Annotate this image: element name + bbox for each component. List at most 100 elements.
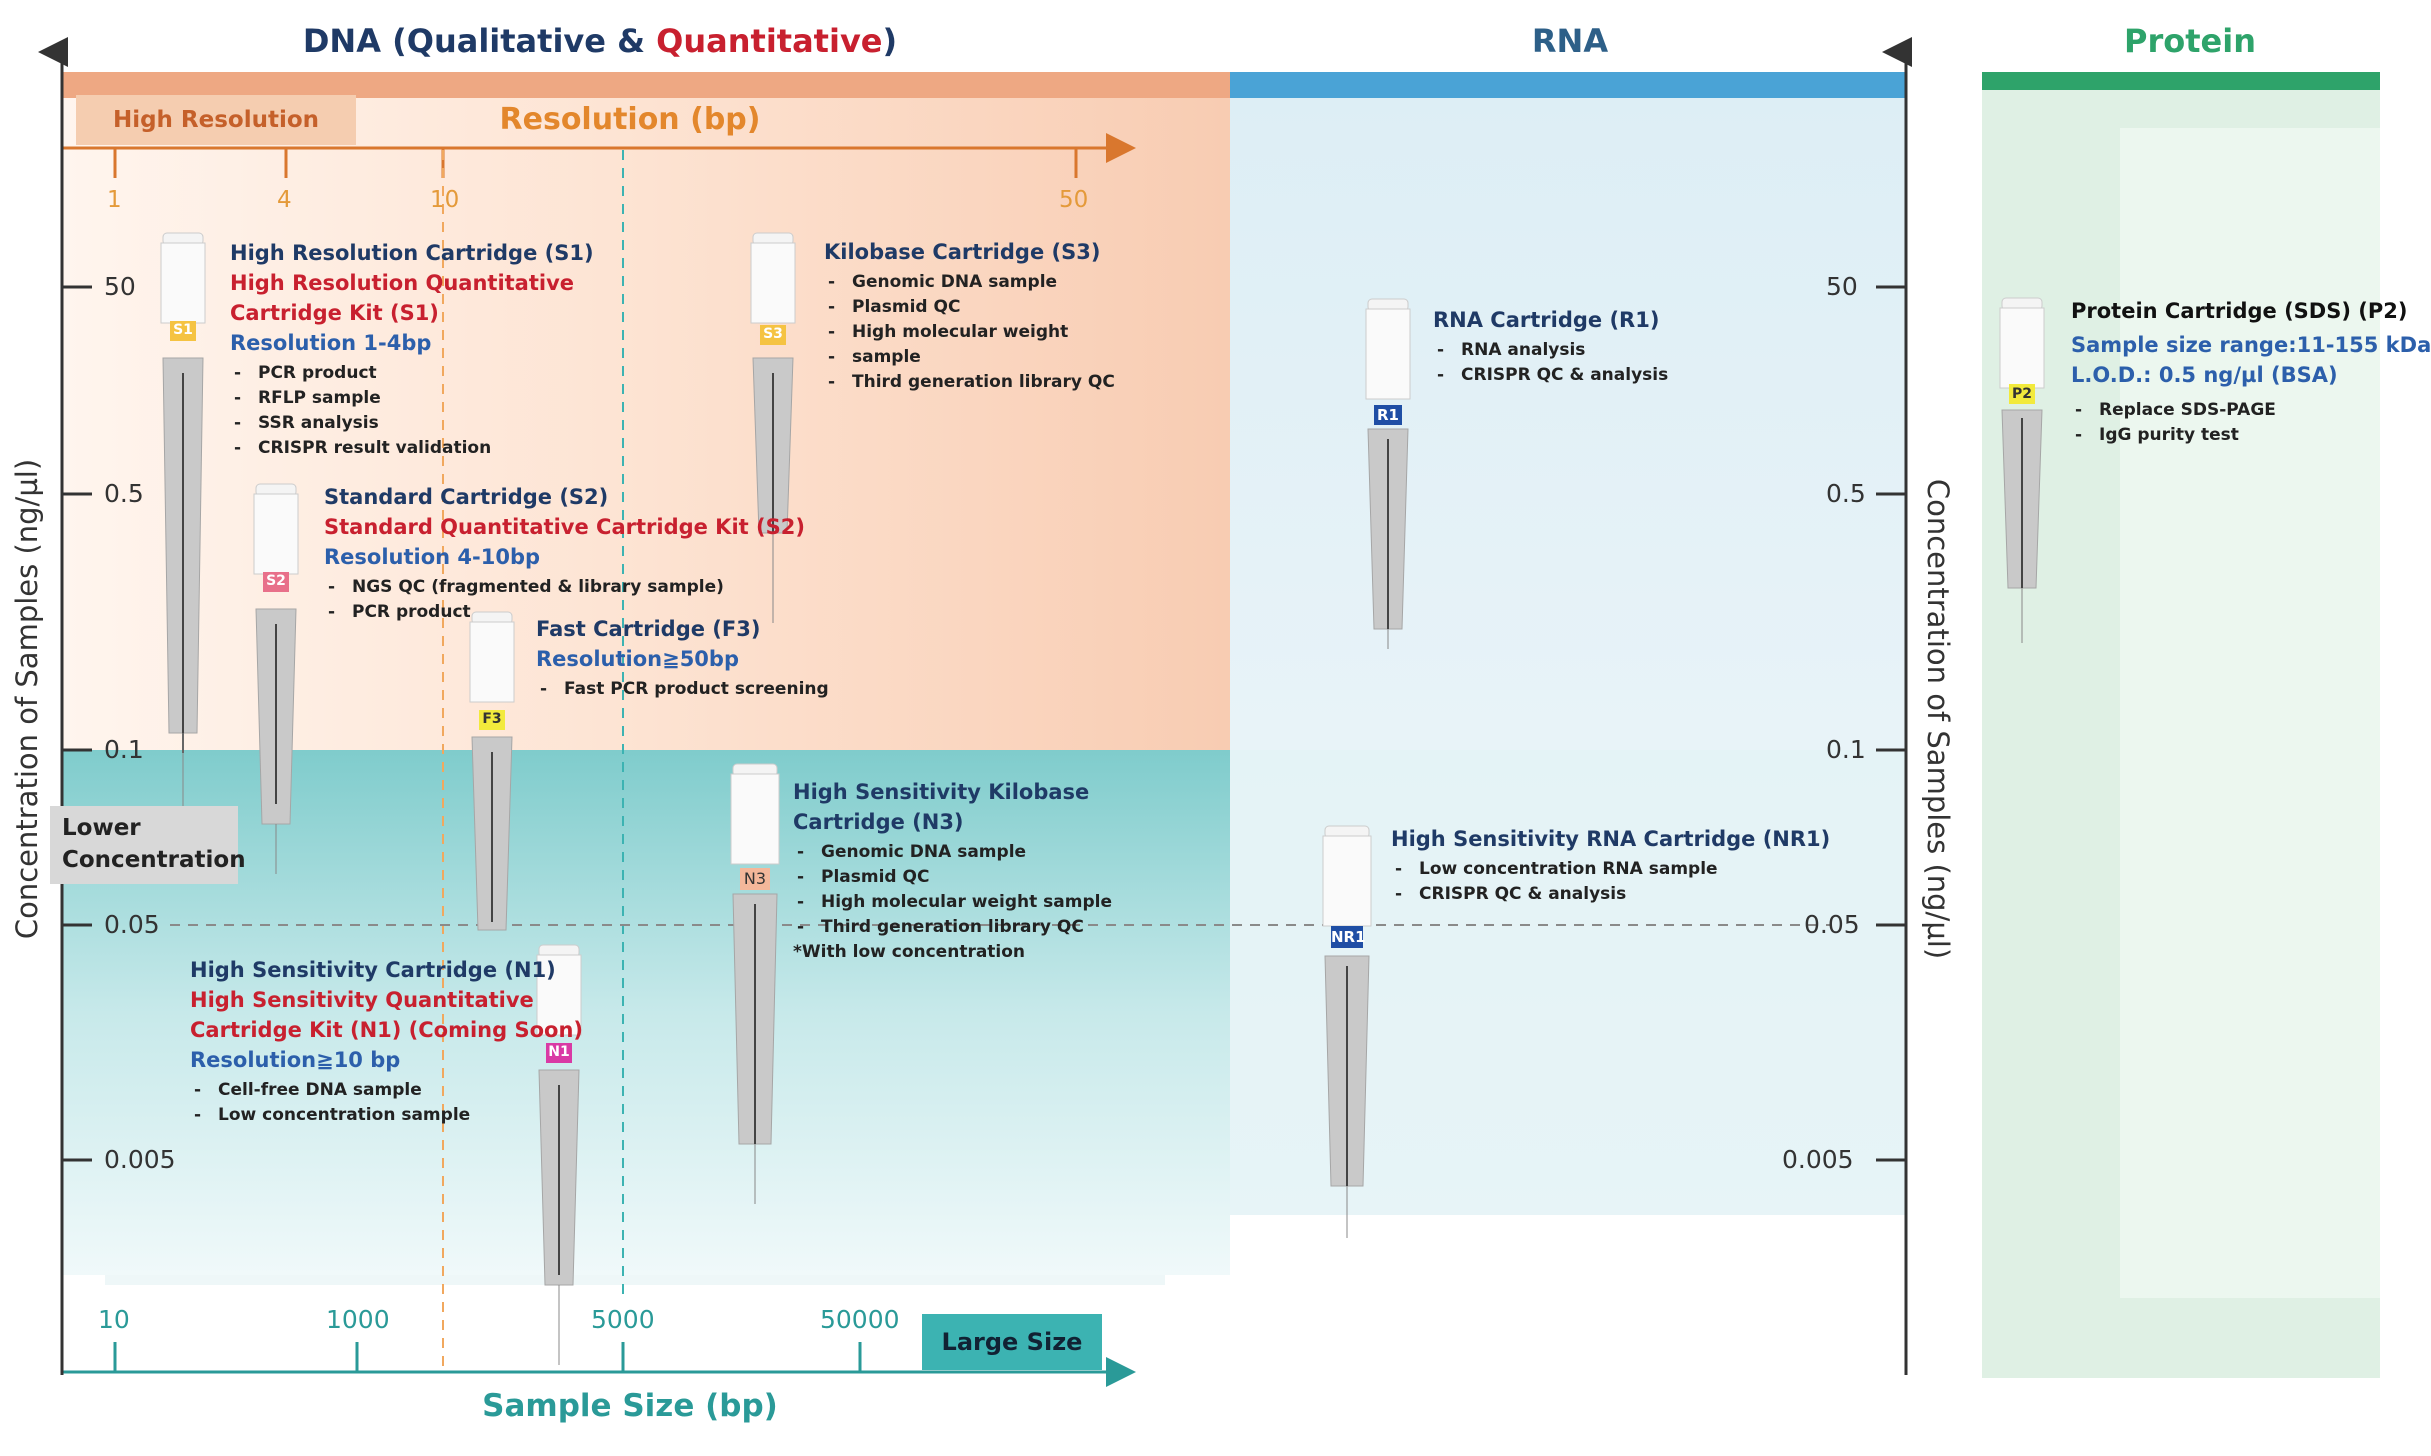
cartridge-nr1-image (1322, 825, 1372, 1238)
cartridge-s2-image (253, 483, 299, 874)
cartridge-s3-image (750, 232, 796, 623)
list-item: Genomic DNA sample (793, 840, 1112, 865)
list-item: Low concentration RNA sample (1391, 857, 1830, 882)
list-item: Plasmid QC (793, 865, 1112, 890)
cartridge-p2-lod: L.O.D.: 0.5 ng/µl (BSA) (2071, 363, 2338, 387)
list-item: Low concentration sample (190, 1103, 583, 1128)
list-item: Genomic DNA sample (824, 270, 1115, 295)
left-y-tick-label: 0.5 (104, 479, 144, 508)
cartridge-r1-list: RNA analysis CRISPR QC & analysis (1433, 338, 1668, 388)
lower-concentration-region (62, 750, 1230, 1275)
cartridge-nr1-title: High Sensitivity RNA Cartridge (NR1) (1391, 827, 1831, 851)
cartridge-p2-badge: P2 (2011, 386, 2032, 402)
right-y-tick-label: 0.05 (1804, 910, 1860, 939)
cartridge-n3-title: High Sensitivity Kilobase (793, 780, 1090, 804)
right-y-tick-label: 0.1 (1826, 735, 1866, 764)
list-item: CRISPR result validation (230, 436, 594, 461)
protein-header: Protein (2124, 22, 2256, 60)
right-concentration-title: Concentration of Samples (ng/µl) (1921, 478, 1955, 960)
cartridge-r1-title: RNA Cartridge (R1) (1433, 308, 1660, 332)
right-y-tick-label: 0.005 (1782, 1145, 1854, 1174)
cartridge-r1-badge: R1 (1377, 406, 1399, 424)
cartridge-r1-card: RNA Cartridge (R1) RNA analysis CRISPR Q… (1433, 305, 1668, 388)
rna-band (1230, 72, 1906, 98)
cartridge-p2-list: Replace SDS-PAGE IgG purity test (2071, 398, 2431, 448)
cartridge-s2-kit: Standard Quantitative Cartridge Kit (S2) (324, 515, 805, 539)
cartridge-s3-card: Kilobase Cartridge (S3) Genomic DNA samp… (824, 237, 1115, 395)
resolution-tick-label: 50 (1059, 187, 1089, 213)
cartridge-f3-title: Fast Cartridge (F3) (536, 617, 761, 641)
cartridge-s2-title: Standard Cartridge (S2) (324, 485, 609, 509)
cartridge-n3-card: High Sensitivity Kilobase Cartridge (N3)… (793, 777, 1112, 965)
cartridge-s3-title: Kilobase Cartridge (S3) (824, 240, 1101, 264)
cartridge-n1-title: High Sensitivity Cartridge (N1) (190, 958, 556, 982)
cartridge-s1-card: High Resolution Cartridge (S1) High Reso… (230, 238, 594, 461)
cartridge-n3-list: Genomic DNA sample Plasmid QC High molec… (793, 840, 1112, 940)
cartridge-s2-badge: S2 (266, 573, 286, 589)
cartridge-n3-note: *With low concentration (793, 942, 1026, 962)
size-tick-label: 5000 (591, 1305, 655, 1334)
size-tick-label: 10 (98, 1305, 130, 1334)
protein-band (1982, 72, 2380, 90)
cartridge-n1-resolution: Resolution≧10 bp (190, 1048, 401, 1072)
cartridge-p2-image (1999, 297, 2045, 643)
list-item: NGS QC (fragmented & library sample) (324, 575, 805, 600)
cartridge-f3-image (469, 611, 515, 931)
cartridge-nr1-badge: NR1 (1331, 928, 1366, 946)
cartridge-s1-badge: S1 (173, 322, 193, 338)
lower-concentration-footer (105, 1275, 1165, 1285)
list-item: sample (824, 345, 1115, 370)
list-item: PCR product (230, 361, 594, 386)
dna-band (62, 72, 1230, 98)
left-concentration-title: Concentration of Samples (ng/µl) (10, 458, 44, 940)
resolution-axis-title: Resolution (bp) (499, 102, 761, 137)
cartridge-nr1-list: Low concentration RNA sample CRISPR QC &… (1391, 857, 1830, 907)
cartridge-n1-kit: High Sensitivity Quantitative (190, 988, 534, 1012)
cartridge-s2-card: Standard Cartridge (S2) Standard Quantit… (324, 482, 805, 625)
cartridge-s3-list: Genomic DNA sample Plasmid QC High molec… (824, 270, 1115, 395)
list-item: RNA analysis (1433, 338, 1668, 363)
cartridge-n1-card: High Sensitivity Cartridge (N1) High Sen… (190, 955, 583, 1128)
cartridge-p2-card: Protein Cartridge (SDS) (P2) Sample size… (2071, 296, 2431, 448)
left-y-tick-label: 0.05 (104, 910, 160, 939)
resolution-tick-label: 10 (430, 187, 460, 213)
list-item: Third generation library QC (793, 915, 1112, 940)
large-size-label: Large Size (922, 1314, 1102, 1370)
cartridge-s1-kit: High Resolution Quantitative (230, 271, 575, 295)
cartridge-s2-resolution: Resolution 4-10bp (324, 545, 541, 569)
right-y-tick-label: 50 (1826, 272, 1858, 301)
right-y-tick-label: 0.5 (1826, 479, 1866, 508)
list-item: High molecular weight sample (793, 890, 1112, 915)
cartridge-p2-range: Sample size range:11-155 kDa (2071, 333, 2431, 357)
cartridge-s1-list: PCR product RFLP sample SSR analysis CRI… (230, 361, 594, 461)
cartridge-n3-image (730, 763, 780, 1204)
list-item: IgG purity test (2071, 423, 2431, 448)
list-item: Fast PCR product screening (536, 677, 829, 702)
lower-concentration-label: Lower Concentration (50, 806, 246, 884)
sample-size-axis-title: Sample Size (bp) (482, 1388, 778, 1424)
list-item: RFLP sample (230, 386, 594, 411)
cartridge-f3-card: Fast Cartridge (F3) Resolution≧50bp Fast… (536, 614, 829, 702)
cartridge-r1-image (1365, 298, 1411, 649)
list-item: SSR analysis (230, 411, 594, 436)
cartridge-p2-title: Protein Cartridge (SDS) (P2) (2071, 299, 2408, 323)
list-item: Third generation library QC (824, 370, 1115, 395)
cartridge-f3-badge: F3 (482, 711, 502, 727)
left-y-tick-label: 0.005 (104, 1145, 176, 1174)
resolution-tick-label: 1 (107, 187, 122, 213)
cartridge-f3-resolution: Resolution≧50bp (536, 647, 739, 671)
left-y-tick-label: 50 (104, 272, 136, 301)
cartridge-s1-title: High Resolution Cartridge (S1) (230, 241, 594, 265)
list-item: Replace SDS-PAGE (2071, 398, 2431, 423)
rna-header: RNA (1531, 22, 1609, 60)
cartridge-n3-title: Cartridge (N3) (793, 810, 964, 834)
cartridge-s1-resolution: Resolution 1-4bp (230, 331, 432, 355)
cartridge-nr1-card: High Sensitivity RNA Cartridge (NR1) Low… (1391, 824, 1830, 907)
cartridge-s2-list: NGS QC (fragmented & library sample) PCR… (324, 575, 805, 625)
cartridge-s3-badge: S3 (763, 326, 783, 342)
cartridge-n1-badge: N1 (548, 1044, 570, 1060)
cartridge-s1-kit: Cartridge Kit (S1) (230, 301, 439, 325)
cartridge-f3-list: Fast PCR product screening (536, 677, 829, 702)
protein-inner-panel (2120, 128, 2380, 1298)
